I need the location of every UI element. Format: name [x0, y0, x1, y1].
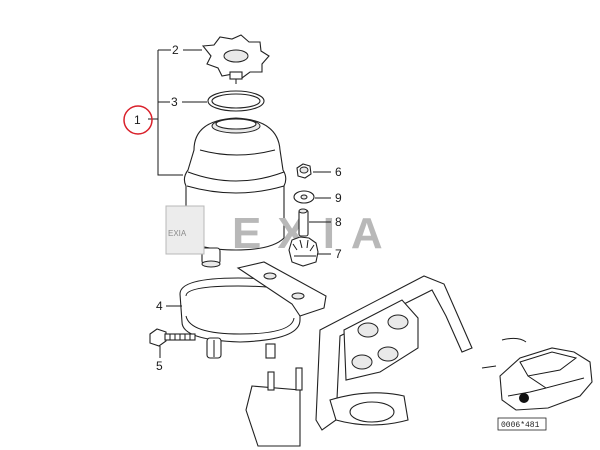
callout-8-label: 8: [335, 215, 342, 229]
nut-part: [296, 163, 312, 179]
bolt-part: [149, 328, 196, 347]
callout-7-label: 7: [335, 247, 342, 261]
reservoir-cap-part: [201, 34, 270, 84]
callout-labels: 1 2 3 4 5 6 7 8 9: [134, 43, 342, 373]
reference-code: 0006*481: [501, 421, 540, 430]
reservoir-body-part: [183, 117, 287, 268]
callout-4-label: 4: [156, 299, 163, 313]
location-marker-icon: [519, 393, 529, 403]
clamp-part: [179, 261, 327, 359]
callout-3-label: 3: [171, 95, 178, 109]
vehicle-location-inset: 0006*481: [497, 347, 593, 431]
callout-1-label: 1: [134, 113, 141, 127]
callout-6-label: 6: [335, 165, 342, 179]
watermark-badge-text: EXIA: [168, 229, 187, 238]
filter-part: [288, 236, 319, 267]
watermark-badge: [165, 205, 205, 255]
callout-2-label: 2: [172, 43, 179, 57]
watermark: EXIA EXIA: [165, 205, 383, 258]
washer-part: [293, 190, 315, 204]
highlight-circle: [123, 105, 153, 135]
o-ring-part: [207, 90, 265, 112]
reference-code-box: [497, 417, 547, 431]
callout-5-label: 5: [156, 359, 163, 373]
callout-9-label: 9: [335, 191, 342, 205]
pin-part: [298, 208, 309, 237]
assembly-bracket: [148, 49, 183, 176]
mounting-bracket-part: [245, 275, 527, 447]
